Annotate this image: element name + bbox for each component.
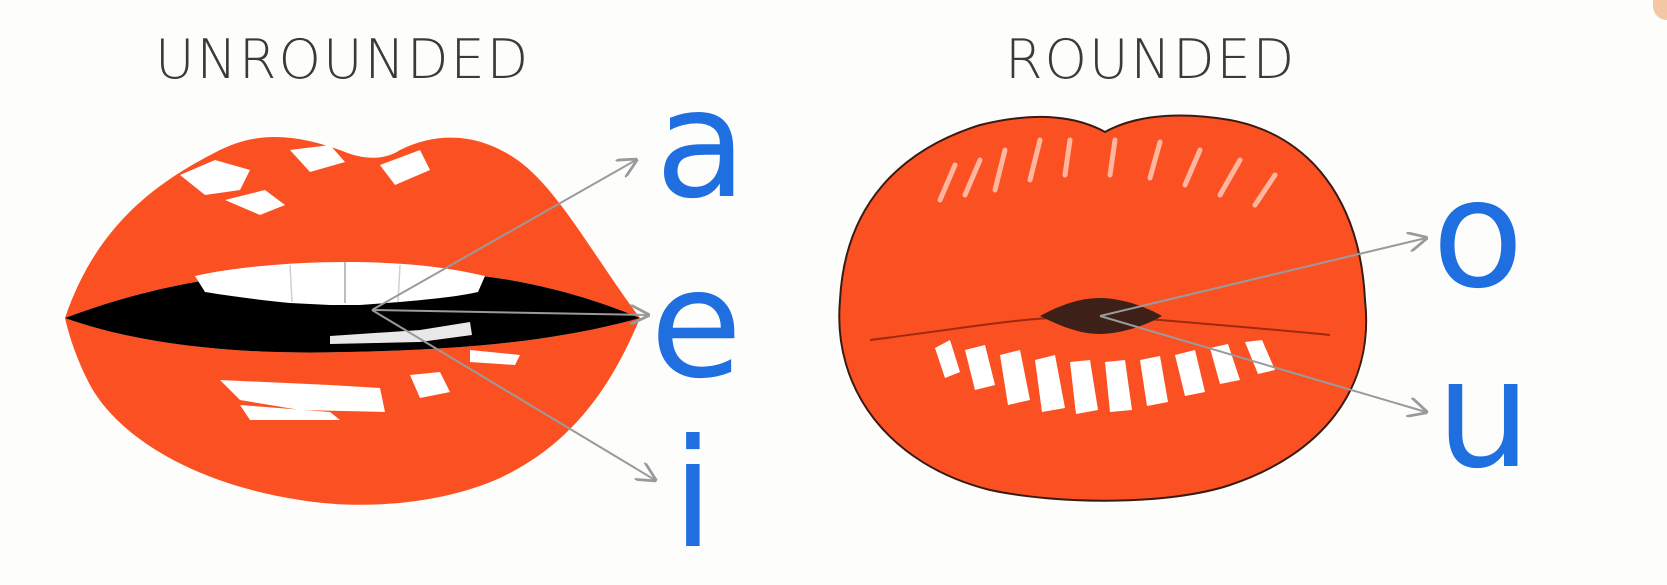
arrow-u	[1099, 315, 1426, 412]
arrow-a	[371, 160, 636, 311]
corner-decoration	[1653, 0, 1667, 20]
arrow-i	[371, 309, 655, 480]
unrounded-heading: UNROUNDED	[155, 28, 531, 91]
vowel-o: o	[1432, 148, 1524, 322]
rounded-lips-icon	[838, 114, 1368, 502]
arrows	[371, 160, 1426, 480]
arrow-e	[371, 310, 648, 315]
arrow-o	[1099, 238, 1426, 317]
vowel-u: u	[1436, 328, 1532, 502]
vowel-i: i	[672, 408, 714, 582]
vowel-a: a	[655, 58, 747, 232]
rounded-heading: ROUNDED	[1005, 28, 1297, 91]
vowel-e: e	[650, 238, 743, 412]
unrounded-lips-icon	[65, 137, 640, 505]
